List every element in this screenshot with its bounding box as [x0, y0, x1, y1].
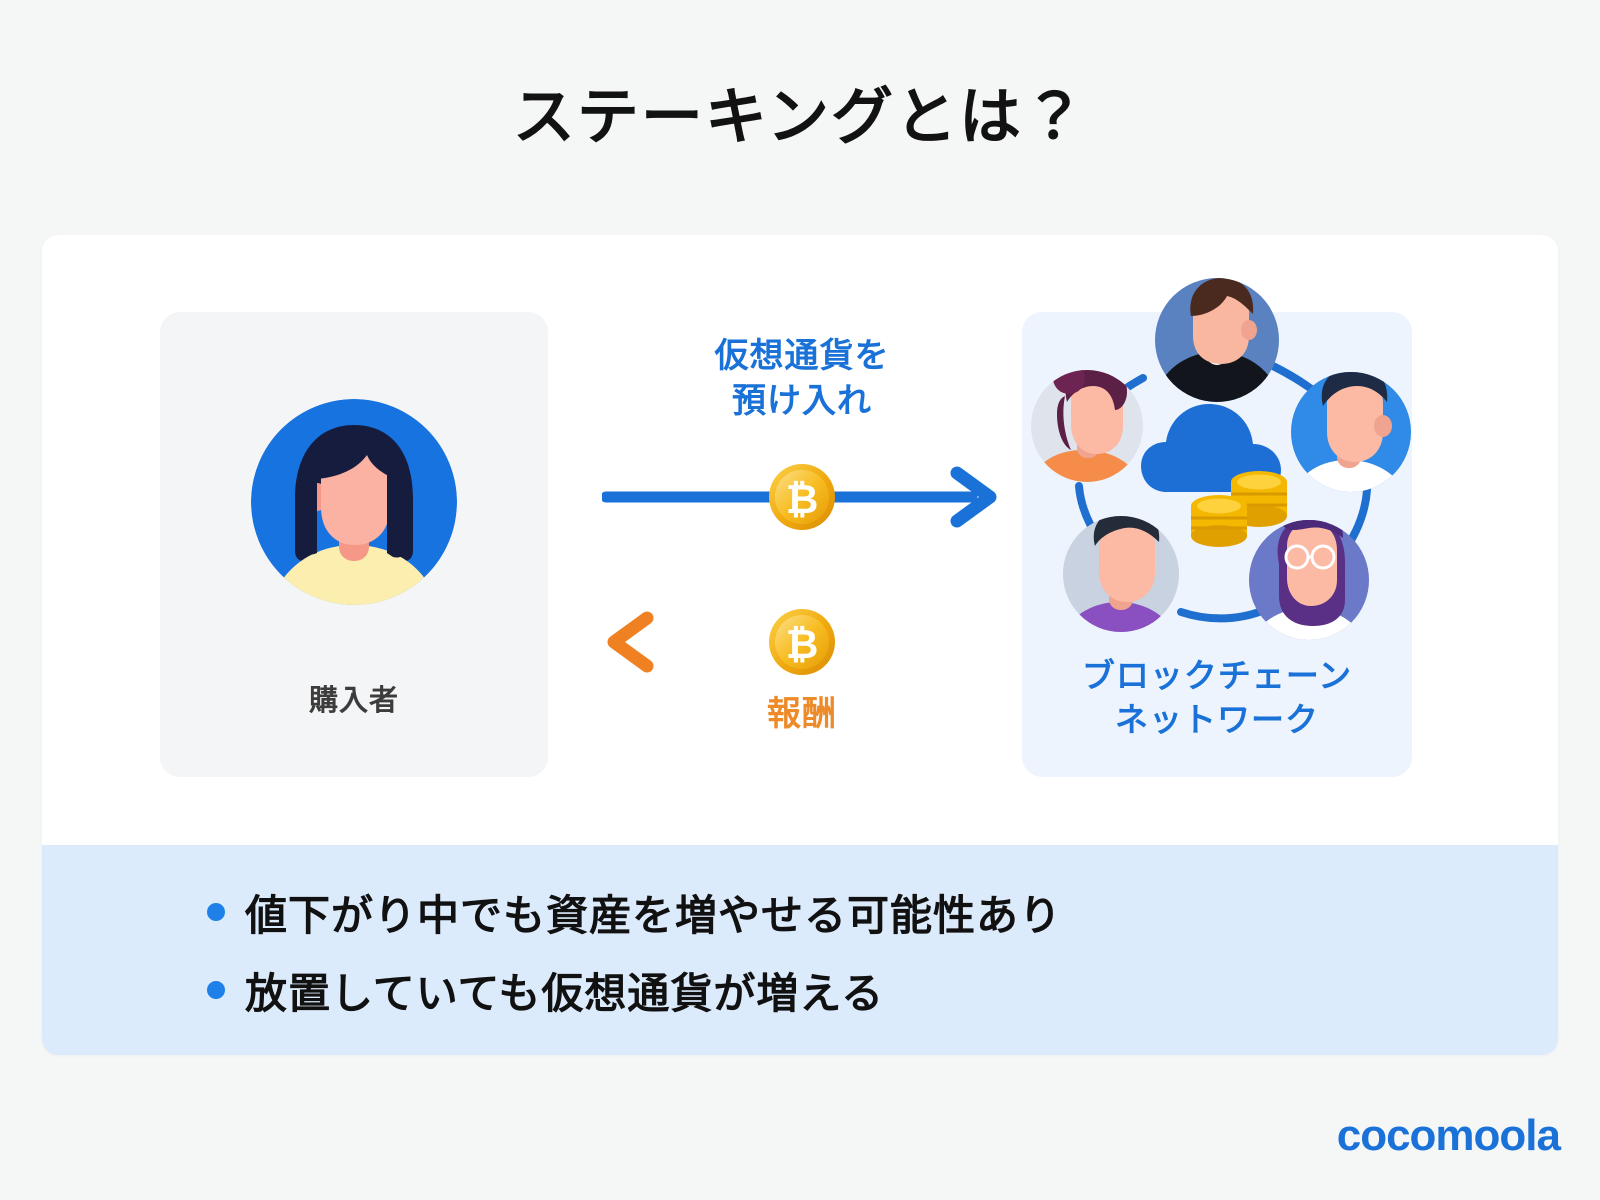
buyer-label: 購入者 — [308, 685, 399, 717]
cocomoola-logo: cocomoola — [1336, 1111, 1561, 1160]
svg-text:₿: ₿ — [786, 478, 819, 522]
person-avatar-icon — [1063, 516, 1179, 632]
deposit-label: 仮想通貨を 預け入れ — [582, 334, 1022, 424]
bullet-dot-icon — [207, 981, 225, 999]
reward-label: 報酬 — [767, 695, 837, 733]
buyer-panel: 購入者 — [160, 312, 548, 777]
highlight-text: 放置していても仮想通貨が増える — [245, 969, 885, 1017]
diagram-area: 購入者 仮想通貨を 預け入れ — [42, 235, 1558, 845]
female-avatar-icon — [251, 399, 457, 605]
person-avatar-icon — [1291, 372, 1411, 492]
highlights-list: 値下がり中でも資産を増やせる可能性あり 放置していても仮想通貨が増える — [207, 873, 1062, 1029]
network-panel: ブロックチェーン ネットワーク — [1022, 278, 1412, 777]
svg-text:₿: ₿ — [786, 623, 819, 667]
deposit-label-line2: 預け入れ — [732, 381, 872, 420]
highlight-text: 値下がり中でも資産を増やせる可能性あり — [245, 891, 1063, 939]
blockchain-network-icon — [1021, 274, 1413, 666]
person-avatar-icon — [1249, 520, 1369, 640]
list-item: 値下がり中でも資産を増やせる可能性あり — [207, 873, 1062, 951]
network-label: ブロックチェーン ネットワーク — [1022, 654, 1412, 741]
flow-column: 仮想通貨を 預け入れ — [582, 312, 1022, 777]
person-avatar-icon — [1031, 370, 1143, 482]
deposit-arrow-row: ₿ — [600, 457, 1002, 537]
list-item: 放置していても仮想通貨が増える — [207, 951, 1062, 1029]
deposit-label-line1: 仮想通貨を — [714, 337, 890, 375]
bullet-dot-icon — [207, 903, 225, 921]
bitcoin-coin-icon: ₿ — [768, 463, 836, 531]
reward-arrow-row: ₿ — [602, 602, 1004, 682]
network-label-line2: ネットワーク — [1115, 700, 1319, 738]
person-avatar-icon — [1155, 278, 1279, 402]
highlights-panel: 値下がり中でも資産を増やせる可能性あり 放置していても仮想通貨が増える — [42, 845, 1558, 1055]
page-title: ステーキングとは？ — [512, 83, 1088, 152]
network-label-line1: ブロックチェーン — [1081, 657, 1353, 694]
cloud-with-coins-icon — [1141, 404, 1287, 547]
bitcoin-coin-icon: ₿ — [768, 608, 836, 676]
